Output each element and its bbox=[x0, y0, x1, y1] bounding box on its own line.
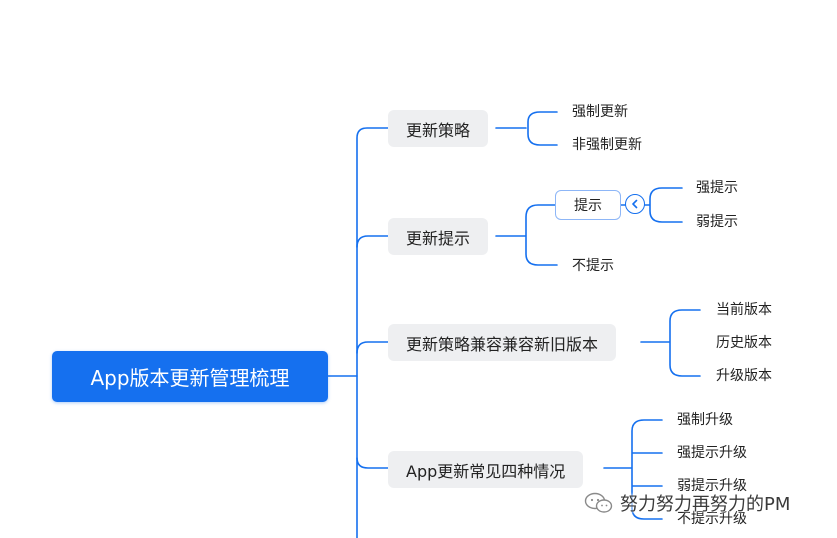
leaf-weak-prompt[interactable]: 弱提示 bbox=[696, 214, 738, 230]
leaf-strong-prompt[interactable]: 强提示 bbox=[696, 180, 738, 196]
wechat-icon bbox=[584, 492, 613, 513]
connector-spine bbox=[356, 127, 389, 538]
connector-branch-2 bbox=[356, 235, 389, 248]
leaf-forced-upgrade[interactable]: 强制升级 bbox=[677, 412, 733, 428]
connector-b3 bbox=[640, 309, 701, 377]
collapse-button[interactable] bbox=[625, 194, 645, 214]
leaf-non-forced-update[interactable]: 非强制更新 bbox=[572, 137, 642, 153]
leaf-history-version[interactable]: 历史版本 bbox=[716, 335, 772, 351]
branch-update-prompt[interactable]: 更新提示 bbox=[388, 218, 489, 255]
connector-b2 bbox=[495, 204, 558, 266]
leaf-prompt-selected[interactable]: 提示 bbox=[555, 190, 621, 220]
connector-b2-grand bbox=[644, 187, 683, 223]
leaf-weak-prompt-upgrade[interactable]: 弱提示升级 bbox=[677, 478, 747, 494]
leaf-forced-update[interactable]: 强制更新 bbox=[572, 104, 628, 120]
leaf-no-prompt[interactable]: 不提示 bbox=[572, 258, 614, 274]
branch-update-strategy[interactable]: 更新策略 bbox=[388, 110, 489, 147]
connector-b1 bbox=[495, 111, 558, 146]
connector-branch-4 bbox=[356, 457, 389, 469]
root-node[interactable]: App版本更新管理梳理 bbox=[52, 351, 328, 402]
branch-four-cases[interactable]: App更新常见四种情况 bbox=[388, 451, 584, 488]
leaf-no-prompt-upgrade[interactable]: 不提示升级 bbox=[677, 511, 747, 527]
leaf-current-version[interactable]: 当前版本 bbox=[716, 302, 772, 318]
watermark: 努力努力再努力的PM bbox=[584, 488, 790, 518]
connector-b4 bbox=[603, 419, 663, 520]
leaf-upgrade-version[interactable]: 升级版本 bbox=[716, 368, 772, 384]
chevron-left-icon bbox=[632, 199, 638, 209]
leaf-strong-prompt-upgrade[interactable]: 强提示升级 bbox=[677, 445, 747, 461]
watermark-text: 努力努力再努力的PM bbox=[620, 494, 791, 515]
branch-version-compat[interactable]: 更新策略兼容兼容新旧版本 bbox=[388, 324, 617, 361]
connector-branch-3 bbox=[356, 341, 389, 354]
